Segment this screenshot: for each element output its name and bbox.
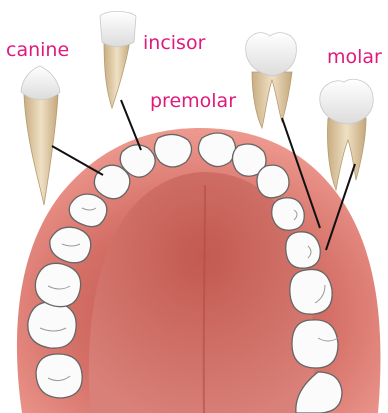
premolar-label: premolar bbox=[150, 92, 236, 111]
incisor-label: incisor bbox=[143, 34, 205, 53]
incisor-tooth-illustration bbox=[100, 12, 136, 109]
tooth-left-incisor-1 bbox=[154, 134, 191, 167]
tooth-left-molar-3 bbox=[36, 354, 82, 398]
canine-tooth-illustration bbox=[21, 66, 60, 205]
premolar-tooth-illustration bbox=[246, 33, 297, 128]
tooth-left-molar-2 bbox=[28, 302, 76, 348]
tooth-right-molar-2 bbox=[292, 320, 338, 368]
molar-tooth-illustration bbox=[320, 79, 373, 190]
canine-leader-line bbox=[52, 146, 103, 175]
tooth-left-molar-1 bbox=[35, 263, 80, 306]
tooth-right-premolar-2 bbox=[286, 232, 320, 268]
tooth-right-molar-1 bbox=[290, 269, 332, 314]
tooth-right-canine bbox=[257, 165, 289, 198]
molar-label: molar bbox=[327, 48, 382, 67]
canine-label: canine bbox=[6, 41, 69, 60]
tooth-right-premolar-1 bbox=[272, 198, 305, 230]
